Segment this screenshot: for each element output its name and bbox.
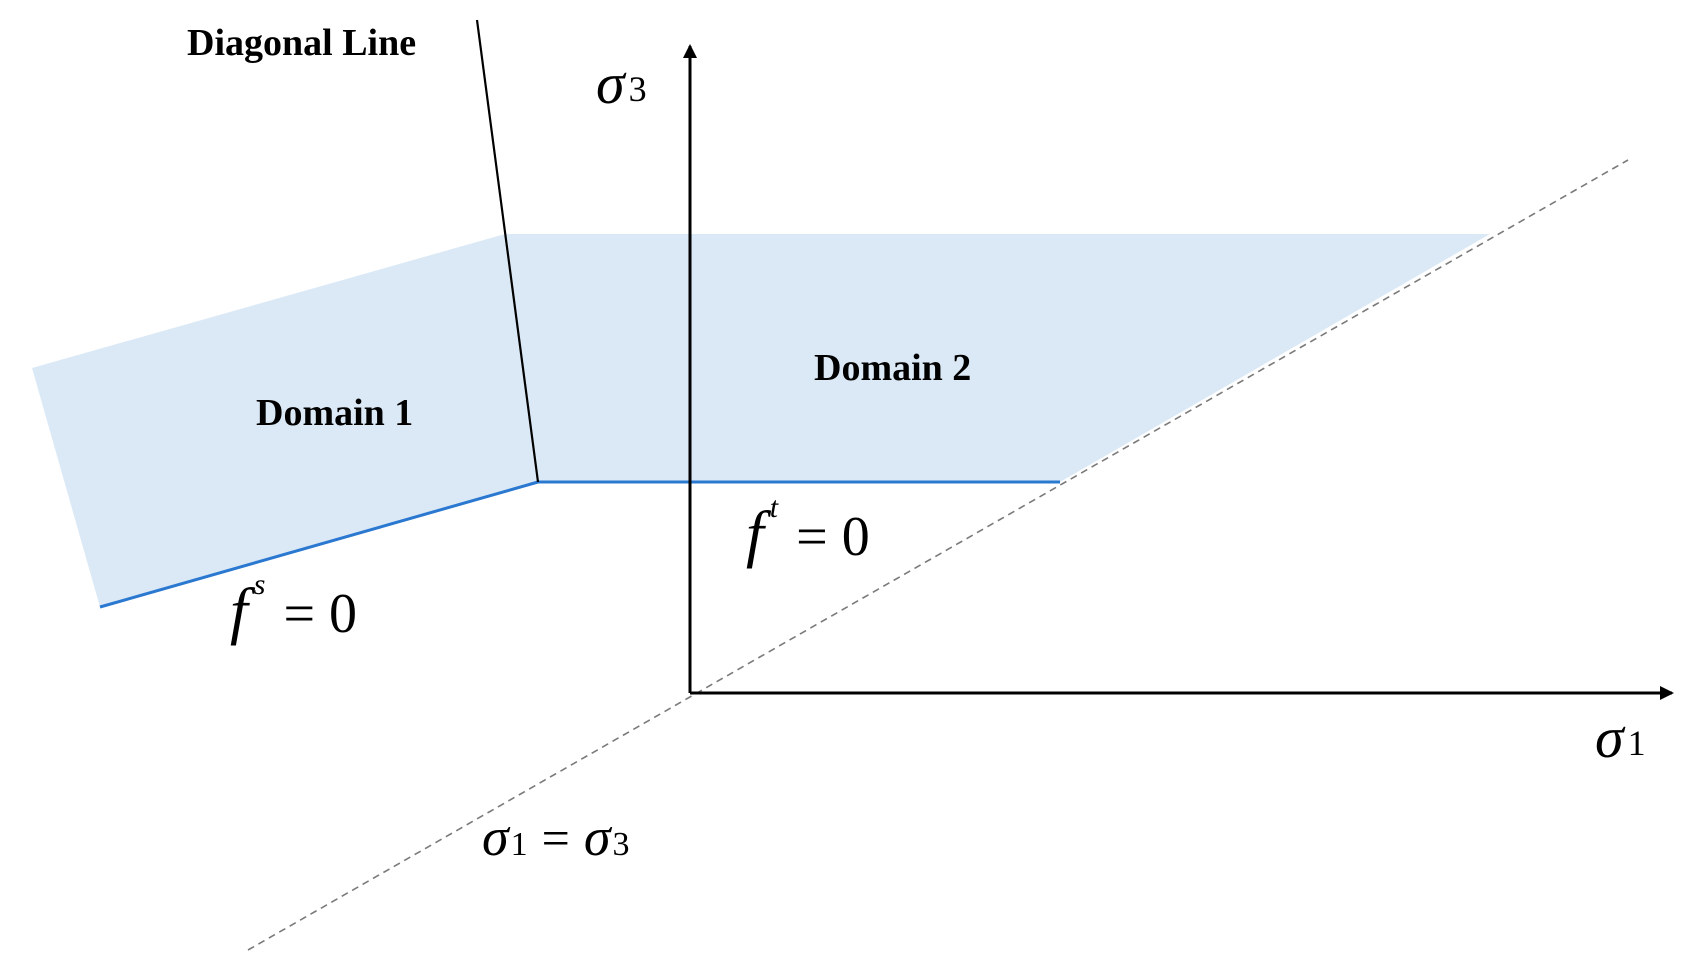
sigma1-subscript: 1 — [511, 826, 528, 863]
ft-superscript: t — [770, 491, 779, 524]
sigma1-subscript: 1 — [1628, 723, 1646, 763]
domain-1-region — [32, 234, 538, 607]
principal-equality-line — [247, 159, 1629, 951]
sigma-symbol: σ — [584, 807, 613, 867]
shear-yield-line — [99, 480, 539, 609]
domain-2-label: Domain 2 — [814, 347, 971, 389]
sigma-symbol: σ — [1595, 705, 1626, 770]
diagonal-line — [475, 19, 540, 483]
sigma-symbol: σ — [596, 51, 627, 116]
sigma3-subscript: 3 — [629, 69, 647, 109]
principal-equality-label: σ1=σ3 — [482, 807, 629, 867]
equals-zero: = 0 — [796, 506, 870, 568]
domain-1-label: Domain 1 — [256, 392, 413, 434]
diagonal-line-label: Diagonal Line — [187, 22, 416, 64]
equals-zero: = 0 — [283, 583, 357, 645]
f-symbol: f — [746, 498, 772, 569]
equals-sign: = — [542, 810, 570, 866]
sigma3-subscript: 3 — [612, 826, 629, 863]
fs-superscript: s — [254, 568, 266, 601]
f-symbol: f — [230, 575, 256, 646]
sigma-symbol: σ — [482, 807, 511, 867]
domain-2-region — [505, 234, 1490, 482]
